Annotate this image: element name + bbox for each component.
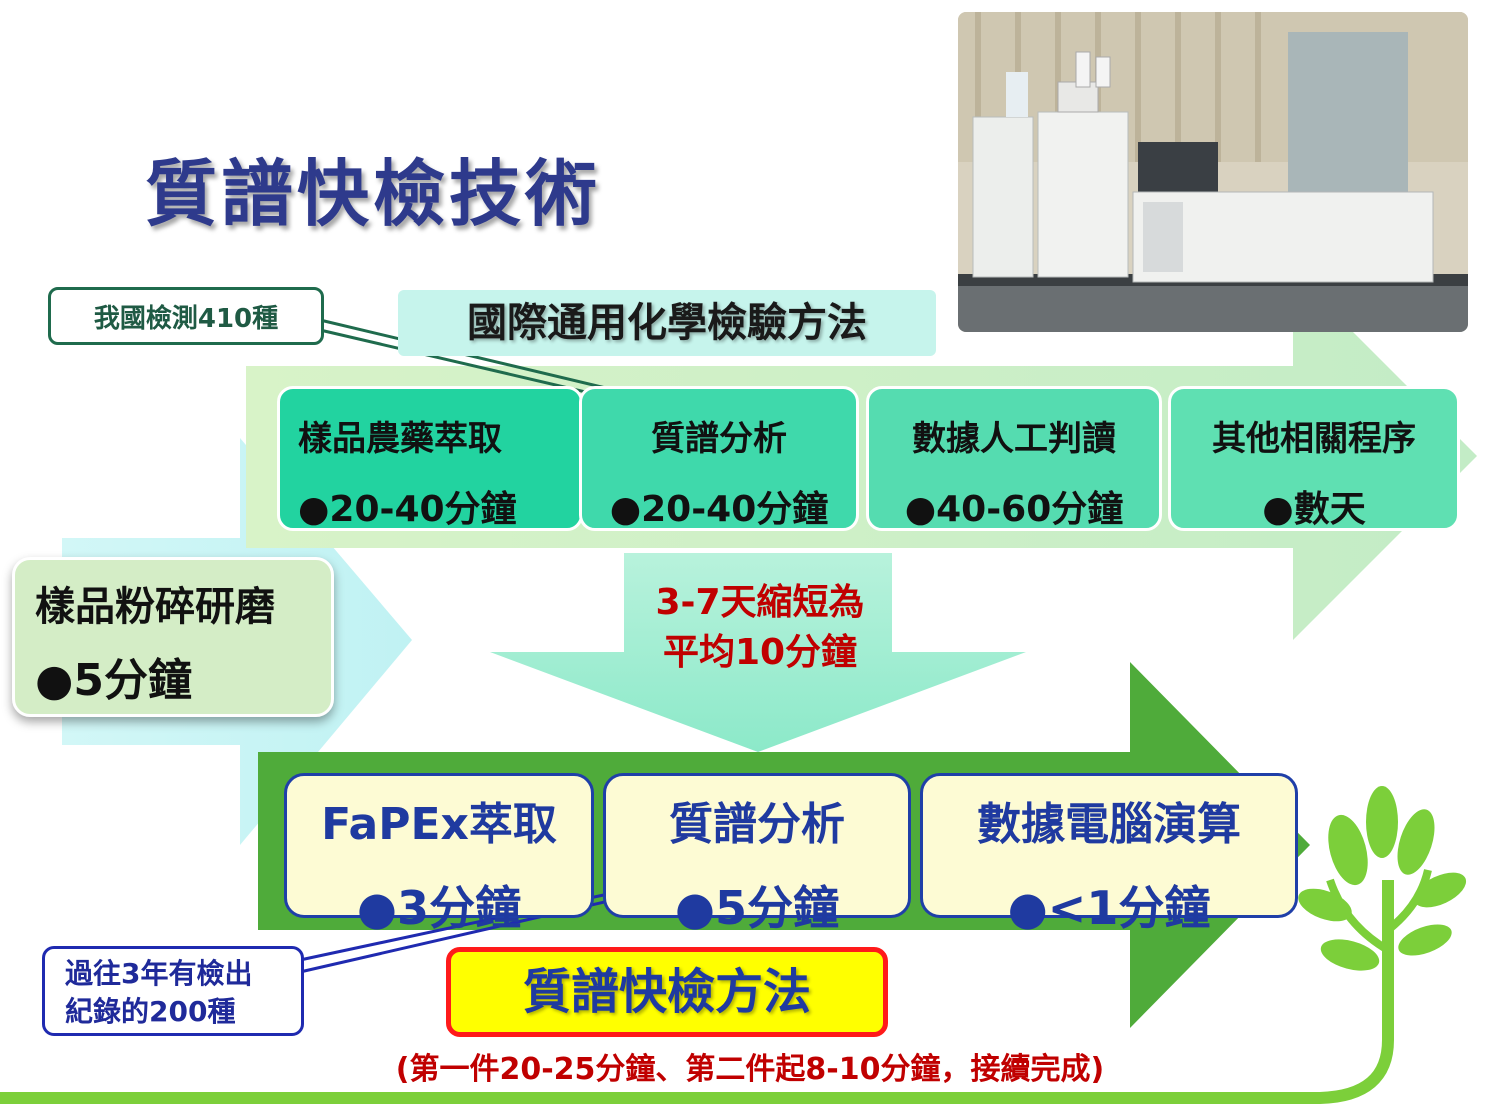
step-time: ●3分鐘 bbox=[356, 881, 522, 935]
shorten-arrow bbox=[490, 553, 1026, 752]
grind-step: 樣品粉碎研磨 ●5分鐘 bbox=[12, 557, 334, 717]
traditional-step-extraction: 樣品農藥萃取 ●20-40分鐘 bbox=[277, 386, 583, 531]
step-name: 樣品農藥萃取 bbox=[298, 419, 502, 459]
callout-410-items: 我國檢測410種 bbox=[48, 287, 324, 345]
callout-line2: 紀錄的200種 bbox=[65, 995, 236, 1028]
timing-note: (第一件20-25分鐘、第二件起8-10分鐘，接續完成) bbox=[395, 1052, 1105, 1087]
step-time: ●40-60分鐘 bbox=[904, 489, 1124, 530]
step-name: 質譜分析 bbox=[669, 799, 845, 850]
plant-stem bbox=[0, 880, 1394, 1104]
international-method-label: 國際通用化學檢驗方法 bbox=[398, 290, 936, 356]
shorten-line2: 平均10分鐘 bbox=[662, 632, 858, 673]
traditional-step-other: 其他相關程序 ●數天 bbox=[1168, 386, 1460, 531]
step-name: 數據人工判讀 bbox=[912, 419, 1116, 459]
leaf bbox=[1413, 872, 1467, 908]
leaf bbox=[1366, 786, 1398, 858]
shorten-line1: 3-7天縮短為 bbox=[655, 582, 865, 623]
leaf bbox=[1398, 924, 1452, 956]
step-name: FaPEx萃取 bbox=[321, 799, 557, 850]
step-time: ●20-40分鐘 bbox=[298, 489, 517, 530]
step-time: ●20-40分鐘 bbox=[609, 489, 829, 530]
step-time: ●數天 bbox=[1262, 489, 1366, 530]
page-title: 質譜快檢技術 bbox=[145, 152, 602, 236]
leaf bbox=[1328, 814, 1368, 886]
traditional-arrow bbox=[246, 272, 1477, 640]
fast-step-fapex: FaPEx萃取 ●3分鐘 bbox=[284, 773, 594, 935]
step-name: 其他相關程序 bbox=[1212, 419, 1416, 459]
callout-bottom-line bbox=[299, 882, 656, 962]
step-time: ●5分鐘 bbox=[674, 881, 840, 935]
lab-instrument-photo bbox=[958, 12, 1468, 332]
step-time: ●<1分鐘 bbox=[1007, 881, 1211, 935]
leaf bbox=[1397, 809, 1435, 875]
plant-branch bbox=[1385, 869, 1432, 934]
callout-200-items: 過往3年有檢出 紀錄的200種 bbox=[42, 946, 304, 1036]
leaf bbox=[1320, 939, 1380, 971]
plant-branch bbox=[1326, 878, 1391, 954]
leaf bbox=[1298, 888, 1352, 922]
fast-step-ms-analysis: 質譜分析 ●5分鐘 bbox=[603, 773, 911, 935]
step-name: 質譜分析 bbox=[651, 419, 787, 459]
step-name: 數據電腦演算 bbox=[977, 799, 1241, 850]
step-time: ●5分鐘 bbox=[35, 655, 193, 706]
callout-line1: 過往3年有檢出 bbox=[65, 957, 253, 990]
traditional-step-manual-review: 數據人工判讀 ●40-60分鐘 bbox=[866, 386, 1162, 531]
shorten-text: 3-7天縮短為 平均10分鐘 bbox=[600, 578, 920, 678]
step-name: 樣品粉碎研磨 bbox=[35, 584, 275, 630]
traditional-step-ms-analysis: 質譜分析 ●20-40分鐘 bbox=[579, 386, 859, 531]
fast-step-computing: 數據電腦演算 ●<1分鐘 bbox=[920, 773, 1298, 935]
fast-method-label: 質譜快檢方法 bbox=[446, 947, 888, 1037]
